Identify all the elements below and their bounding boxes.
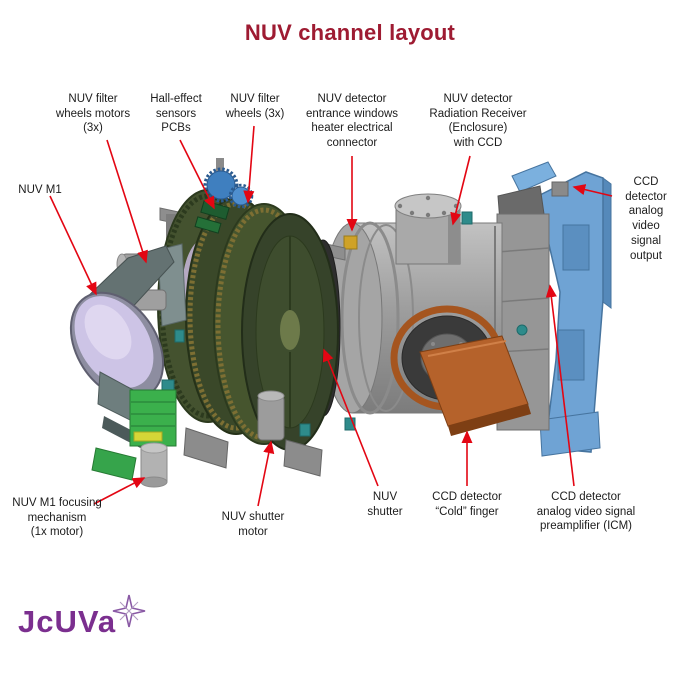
label-radiation-receiver: NUV detector Radiation Receiver (Enclosu…	[429, 93, 527, 150]
label-preamplifier: CCD detector analog video signal preampl…	[536, 491, 636, 533]
label-video-output: CCD detector analog video signal output	[625, 176, 667, 262]
label-shutter: NUV shutter	[367, 491, 403, 518]
nuv-m1-assembly	[69, 245, 175, 452]
arrow-preamplifier	[545, 284, 575, 487]
label-filter-wheels: NUV filter wheels (3x)	[225, 93, 285, 120]
mounting-bracket-blue	[511, 161, 612, 457]
label-nuv-m1: NUV M1	[18, 184, 62, 196]
jcuva-logo: JcUVa	[18, 604, 117, 639]
arrow-shutter	[322, 348, 379, 487]
cold-finger-plate	[419, 335, 531, 436]
shutter-motor-cylinder	[257, 390, 285, 441]
arrow-hall-effect-pcbs	[179, 139, 215, 210]
page-title: NUV channel layout	[244, 20, 456, 45]
arrow-nuv-m1	[49, 195, 97, 296]
arrow-radiation-receiver	[450, 155, 471, 226]
arrow-shutter-motor	[257, 440, 275, 507]
arrow-filter-wheels-motors	[106, 139, 148, 264]
sparkle-icon	[112, 594, 146, 628]
video-output-connector	[551, 181, 569, 197]
arrow-video-output	[572, 184, 613, 197]
label-filter-wheels-motors: NUV filter wheels motors (3x)	[55, 93, 131, 135]
label-entrance-windows-connector: NUV detector entrance windows heater ele…	[305, 93, 399, 150]
label-hall-effect-pcbs: Hall-effect sensors PCBs	[150, 93, 202, 135]
label-shutter-motor: NUV shutter motor	[221, 511, 285, 538]
heater-electrical-connector	[343, 235, 358, 250]
label-m1-focusing: NUV M1 focusing mechanism (1x motor)	[12, 497, 102, 539]
label-cold-finger: CCD detector “Cold” finger	[432, 491, 502, 518]
arrow-filter-wheels	[243, 125, 255, 204]
support-feet	[174, 329, 356, 477]
arrow-m1-focusing	[93, 477, 146, 505]
m1-focusing-motor	[91, 379, 177, 488]
callout-arrows	[49, 125, 613, 507]
